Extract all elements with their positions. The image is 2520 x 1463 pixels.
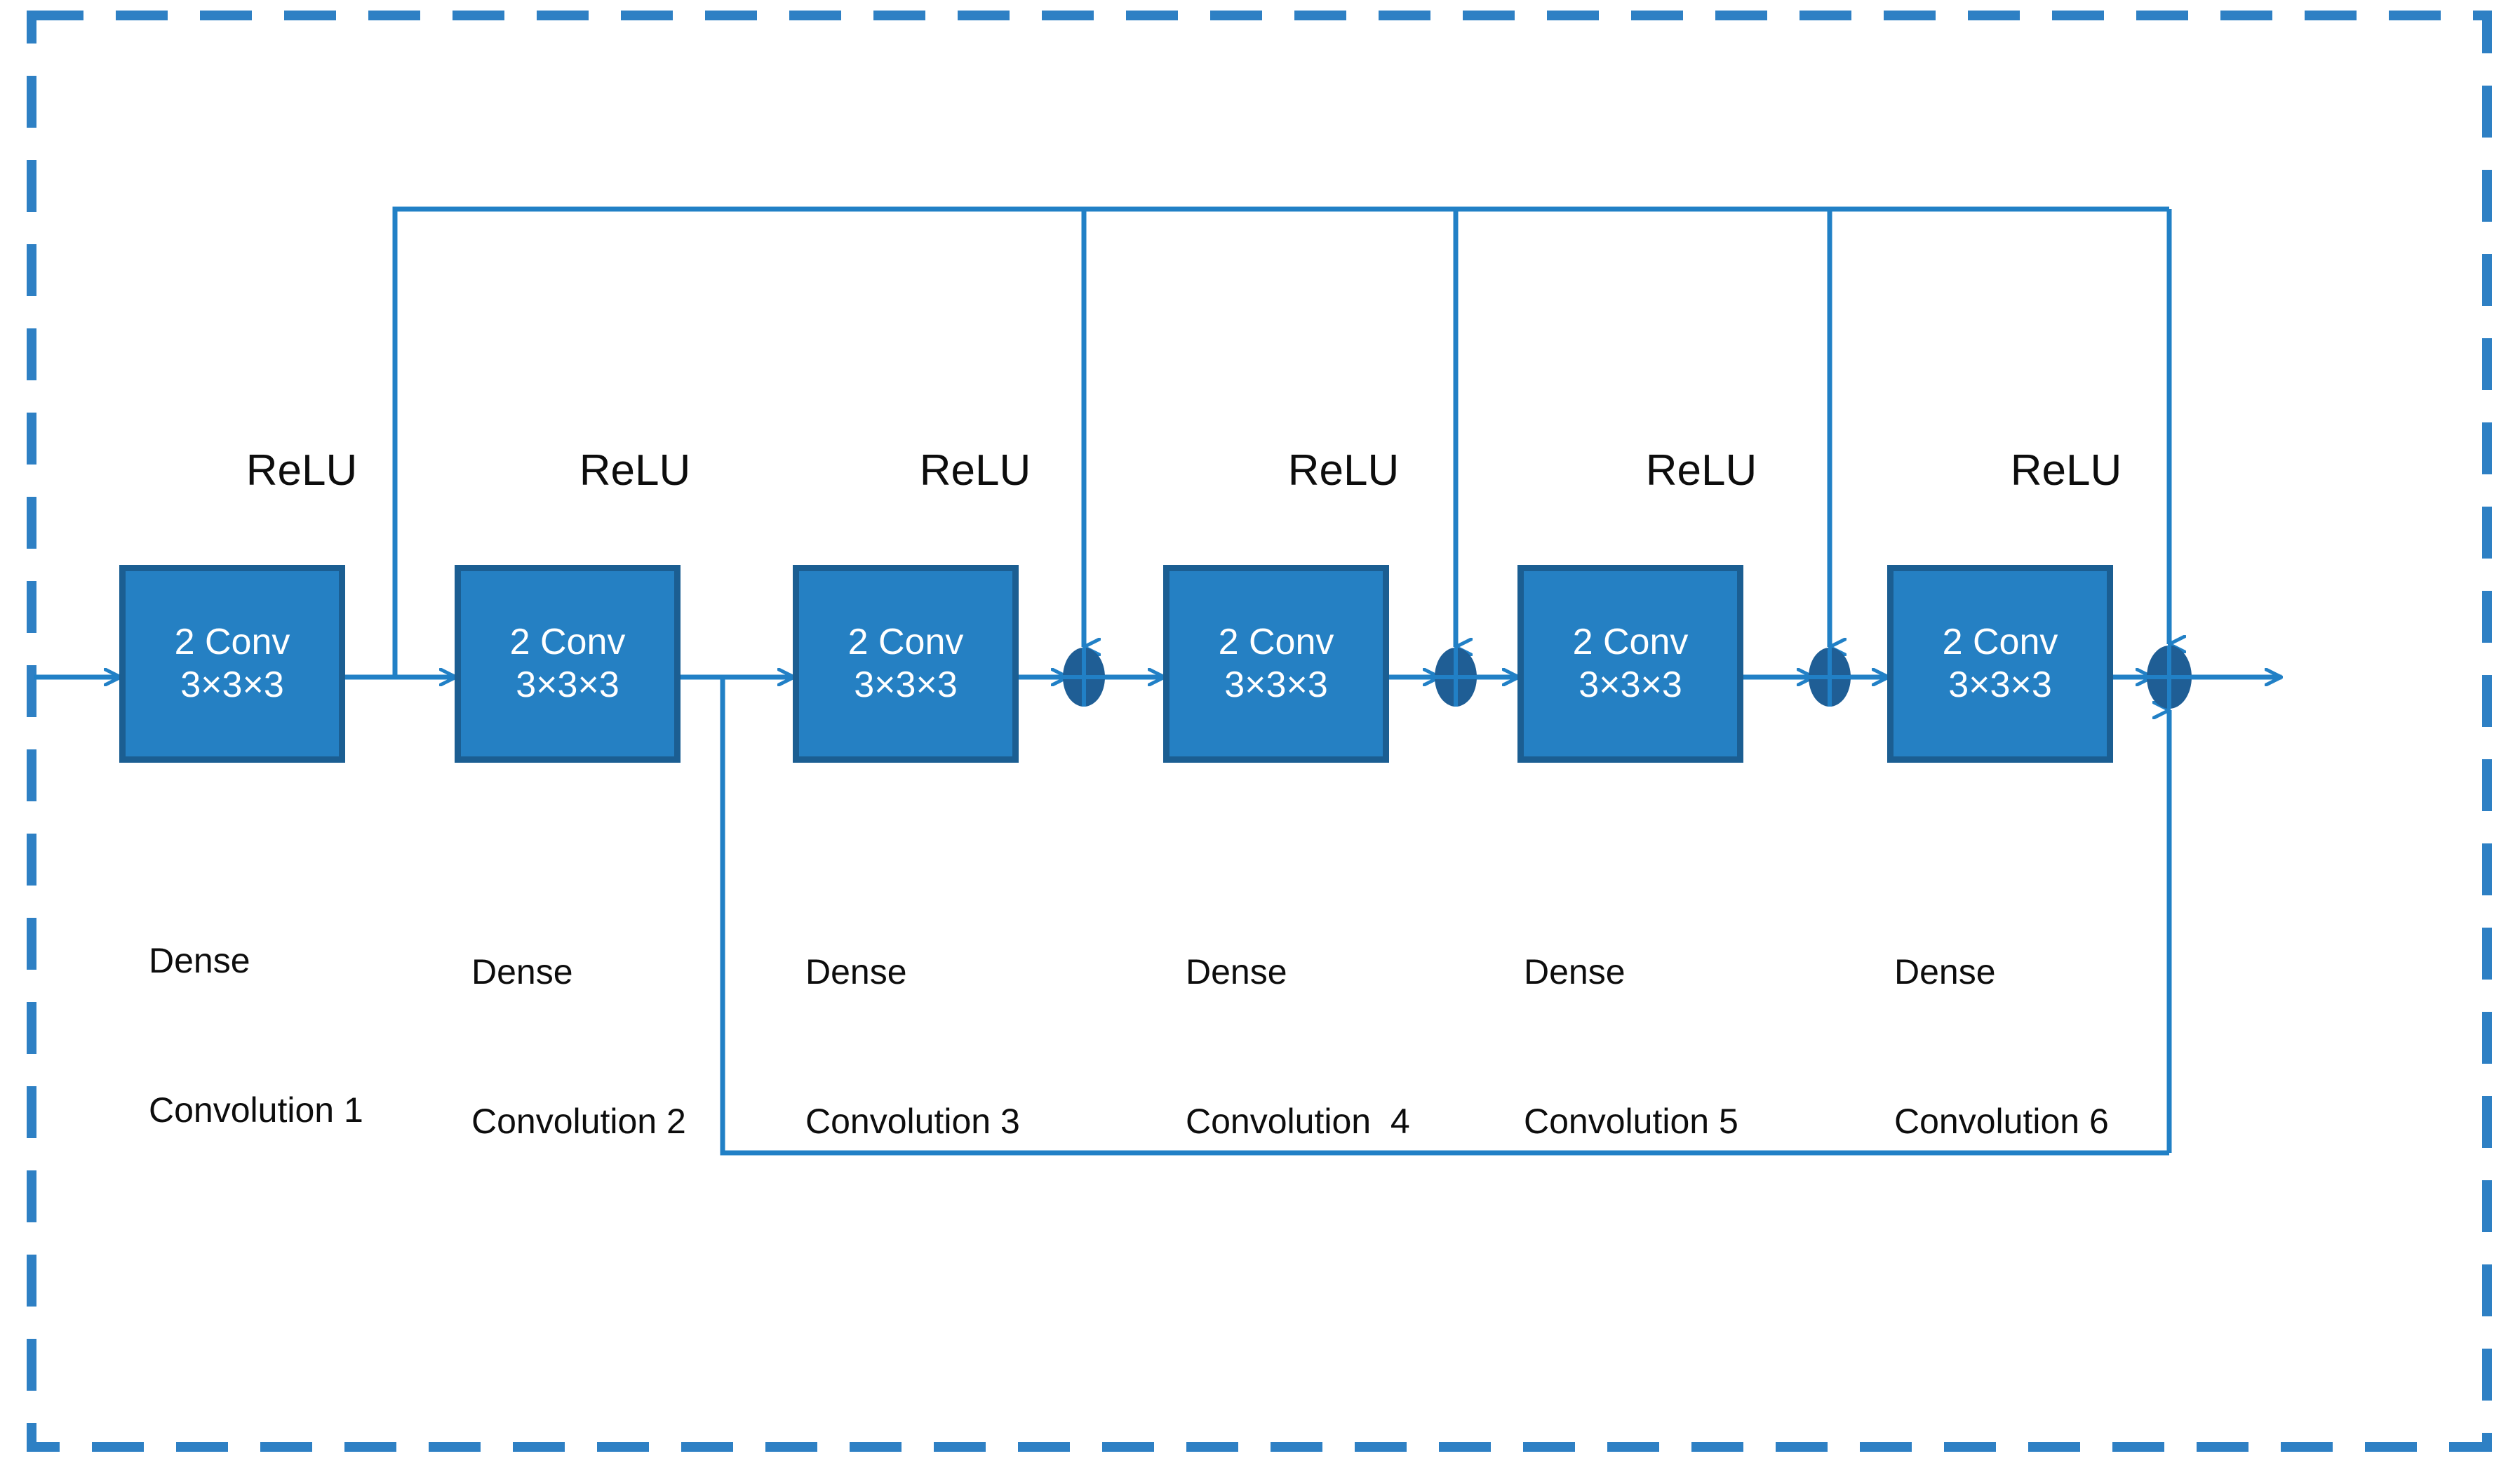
caption-block-6-line1: Dense (1894, 952, 1996, 991)
conv-block-5[interactable]: 2 Conv 3×3×3 (1517, 565, 1743, 763)
conv-block-3[interactable]: 2 Conv 3×3×3 (793, 565, 1019, 763)
caption-block-6-line2: Convolution 6 (1894, 1102, 2109, 1141)
caption-block-5: Dense Convolution 5 (1524, 848, 1738, 1246)
sum-node-3 (1809, 648, 1851, 707)
caption-block-3-line2: Convolution 3 (805, 1102, 1020, 1141)
caption-block-3-line1: Dense (805, 952, 907, 991)
relu-label-4: ReLU (1287, 446, 1400, 495)
relu-label-6: ReLU (2010, 446, 2122, 495)
caption-block-4-line1: Dense (1186, 952, 1287, 991)
conv-block-4[interactable]: 2 Conv 3×3×3 (1163, 565, 1389, 763)
conv-block-4-line1: 2 Conv (1218, 621, 1334, 662)
caption-block-1-line1: Dense (149, 941, 250, 980)
caption-block-2: Dense Convolution 2 (471, 848, 686, 1246)
relu-label-1: ReLU (246, 446, 358, 495)
conv-block-6-line2: 3×3×3 (1948, 664, 2052, 705)
skip-bus-top (392, 206, 2169, 677)
conv-block-2[interactable]: 2 Conv 3×3×3 (455, 565, 681, 763)
conv-block-5-line1: 2 Conv (1572, 621, 1689, 662)
conv-block-3-line2: 3×3×3 (854, 664, 958, 705)
sum-node-4 (2147, 646, 2192, 709)
relu-label-5: ReLU (1645, 446, 1757, 495)
caption-block-4-line2: Convolution 4 (1186, 1102, 1410, 1141)
conv-block-6[interactable]: 2 Conv 3×3×3 (1887, 565, 2113, 763)
caption-block-2-line1: Dense (471, 952, 573, 991)
caption-block-4: Dense Convolution 4 (1186, 848, 1410, 1246)
sum-node-2 (1435, 648, 1477, 707)
conv-block-6-line1: 2 Conv (1942, 621, 2058, 662)
conv-block-1[interactable]: 2 Conv 3×3×3 (119, 565, 345, 763)
caption-block-5-line2: Convolution 5 (1524, 1102, 1738, 1141)
conv-block-2-line2: 3×3×3 (516, 664, 619, 705)
caption-block-1: Dense Convolution 1 (149, 836, 363, 1235)
caption-block-5-line1: Dense (1524, 952, 1626, 991)
conv-block-3-line1: 2 Conv (847, 621, 964, 662)
conv-block-4-line2: 3×3×3 (1224, 664, 1328, 705)
relu-label-2: ReLU (579, 446, 691, 495)
conv-block-5-line2: 3×3×3 (1579, 664, 1682, 705)
conv-block-1-line2: 3×3×3 (180, 664, 284, 705)
relu-label-3: ReLU (919, 446, 1031, 495)
caption-block-6: Dense Convolution 6 (1894, 848, 2109, 1246)
caption-block-1-line2: Convolution 1 (149, 1090, 363, 1130)
dashed-container-border (27, 11, 2492, 1452)
conv-block-1-line1: 2 Conv (174, 621, 290, 662)
caption-block-2-line2: Convolution 2 (471, 1102, 686, 1141)
sum-node-1 (1063, 648, 1105, 707)
caption-block-3: Dense Convolution 3 (805, 848, 1020, 1246)
conv-block-2-line1: 2 Conv (509, 621, 626, 662)
skip-bus-bottom (720, 677, 2154, 1156)
